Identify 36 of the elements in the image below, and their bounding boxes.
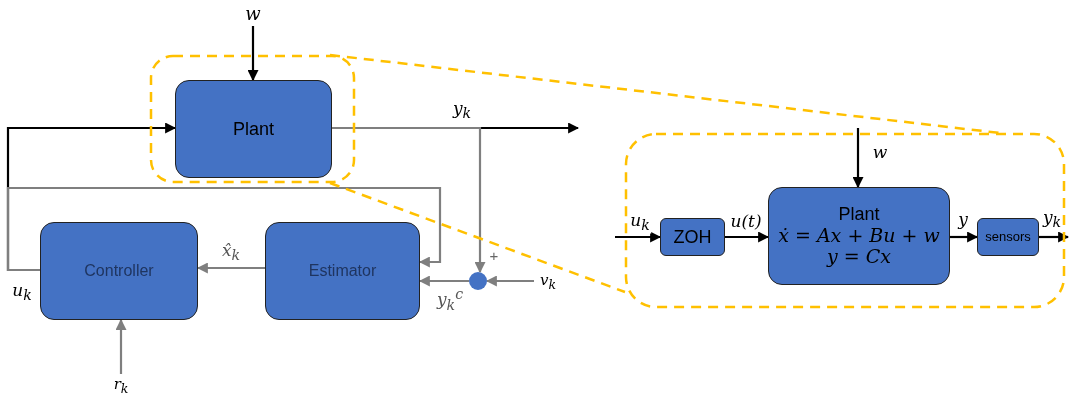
signal-arrow — [1039, 231, 1070, 243]
controller-block — [40, 222, 198, 320]
signal-arrow — [196, 262, 265, 274]
signal-arrow — [615, 231, 662, 243]
variable-label: r$_{k}$ — [113, 375, 129, 397]
signal-arrow — [485, 275, 534, 287]
equation-text: ẋ = Ax + Bu + w — [778, 224, 940, 247]
zoom-guide-line — [329, 181, 626, 294]
signal-arrow — [418, 275, 469, 287]
zoom-detail-outline — [625, 133, 1065, 308]
block-label: sensors — [985, 229, 1031, 245]
variable-label: w — [245, 3, 261, 25]
block-label: Controller — [84, 261, 154, 281]
sensors-block — [977, 218, 1039, 256]
estimator-block — [265, 222, 420, 320]
block-label: Plant — [233, 118, 274, 140]
summing-junction — [469, 272, 487, 290]
zoh-block — [660, 218, 725, 256]
edge-label: u(t) — [729, 211, 763, 231]
equation-text: y = Cx — [827, 246, 891, 269]
signal-arrow — [6, 186, 442, 272]
block-label: ZOH — [673, 226, 712, 248]
signal-arrow — [115, 318, 127, 374]
block-label: Plant — [838, 203, 880, 225]
sign-label: + — [488, 247, 500, 265]
plant-block — [175, 80, 332, 178]
signal-arrow — [950, 231, 979, 243]
signal-arrow — [852, 128, 864, 189]
signal-arrow — [332, 126, 486, 274]
block-label: Estimator — [308, 261, 377, 281]
zoom-region-outline — [150, 55, 355, 183]
variable-label: v$_{k}$ — [539, 271, 557, 293]
signal-arrow — [725, 231, 770, 243]
zoom-guide-line — [329, 53, 1001, 135]
signal-arrow — [247, 26, 259, 82]
plant-model-block — [768, 187, 950, 285]
